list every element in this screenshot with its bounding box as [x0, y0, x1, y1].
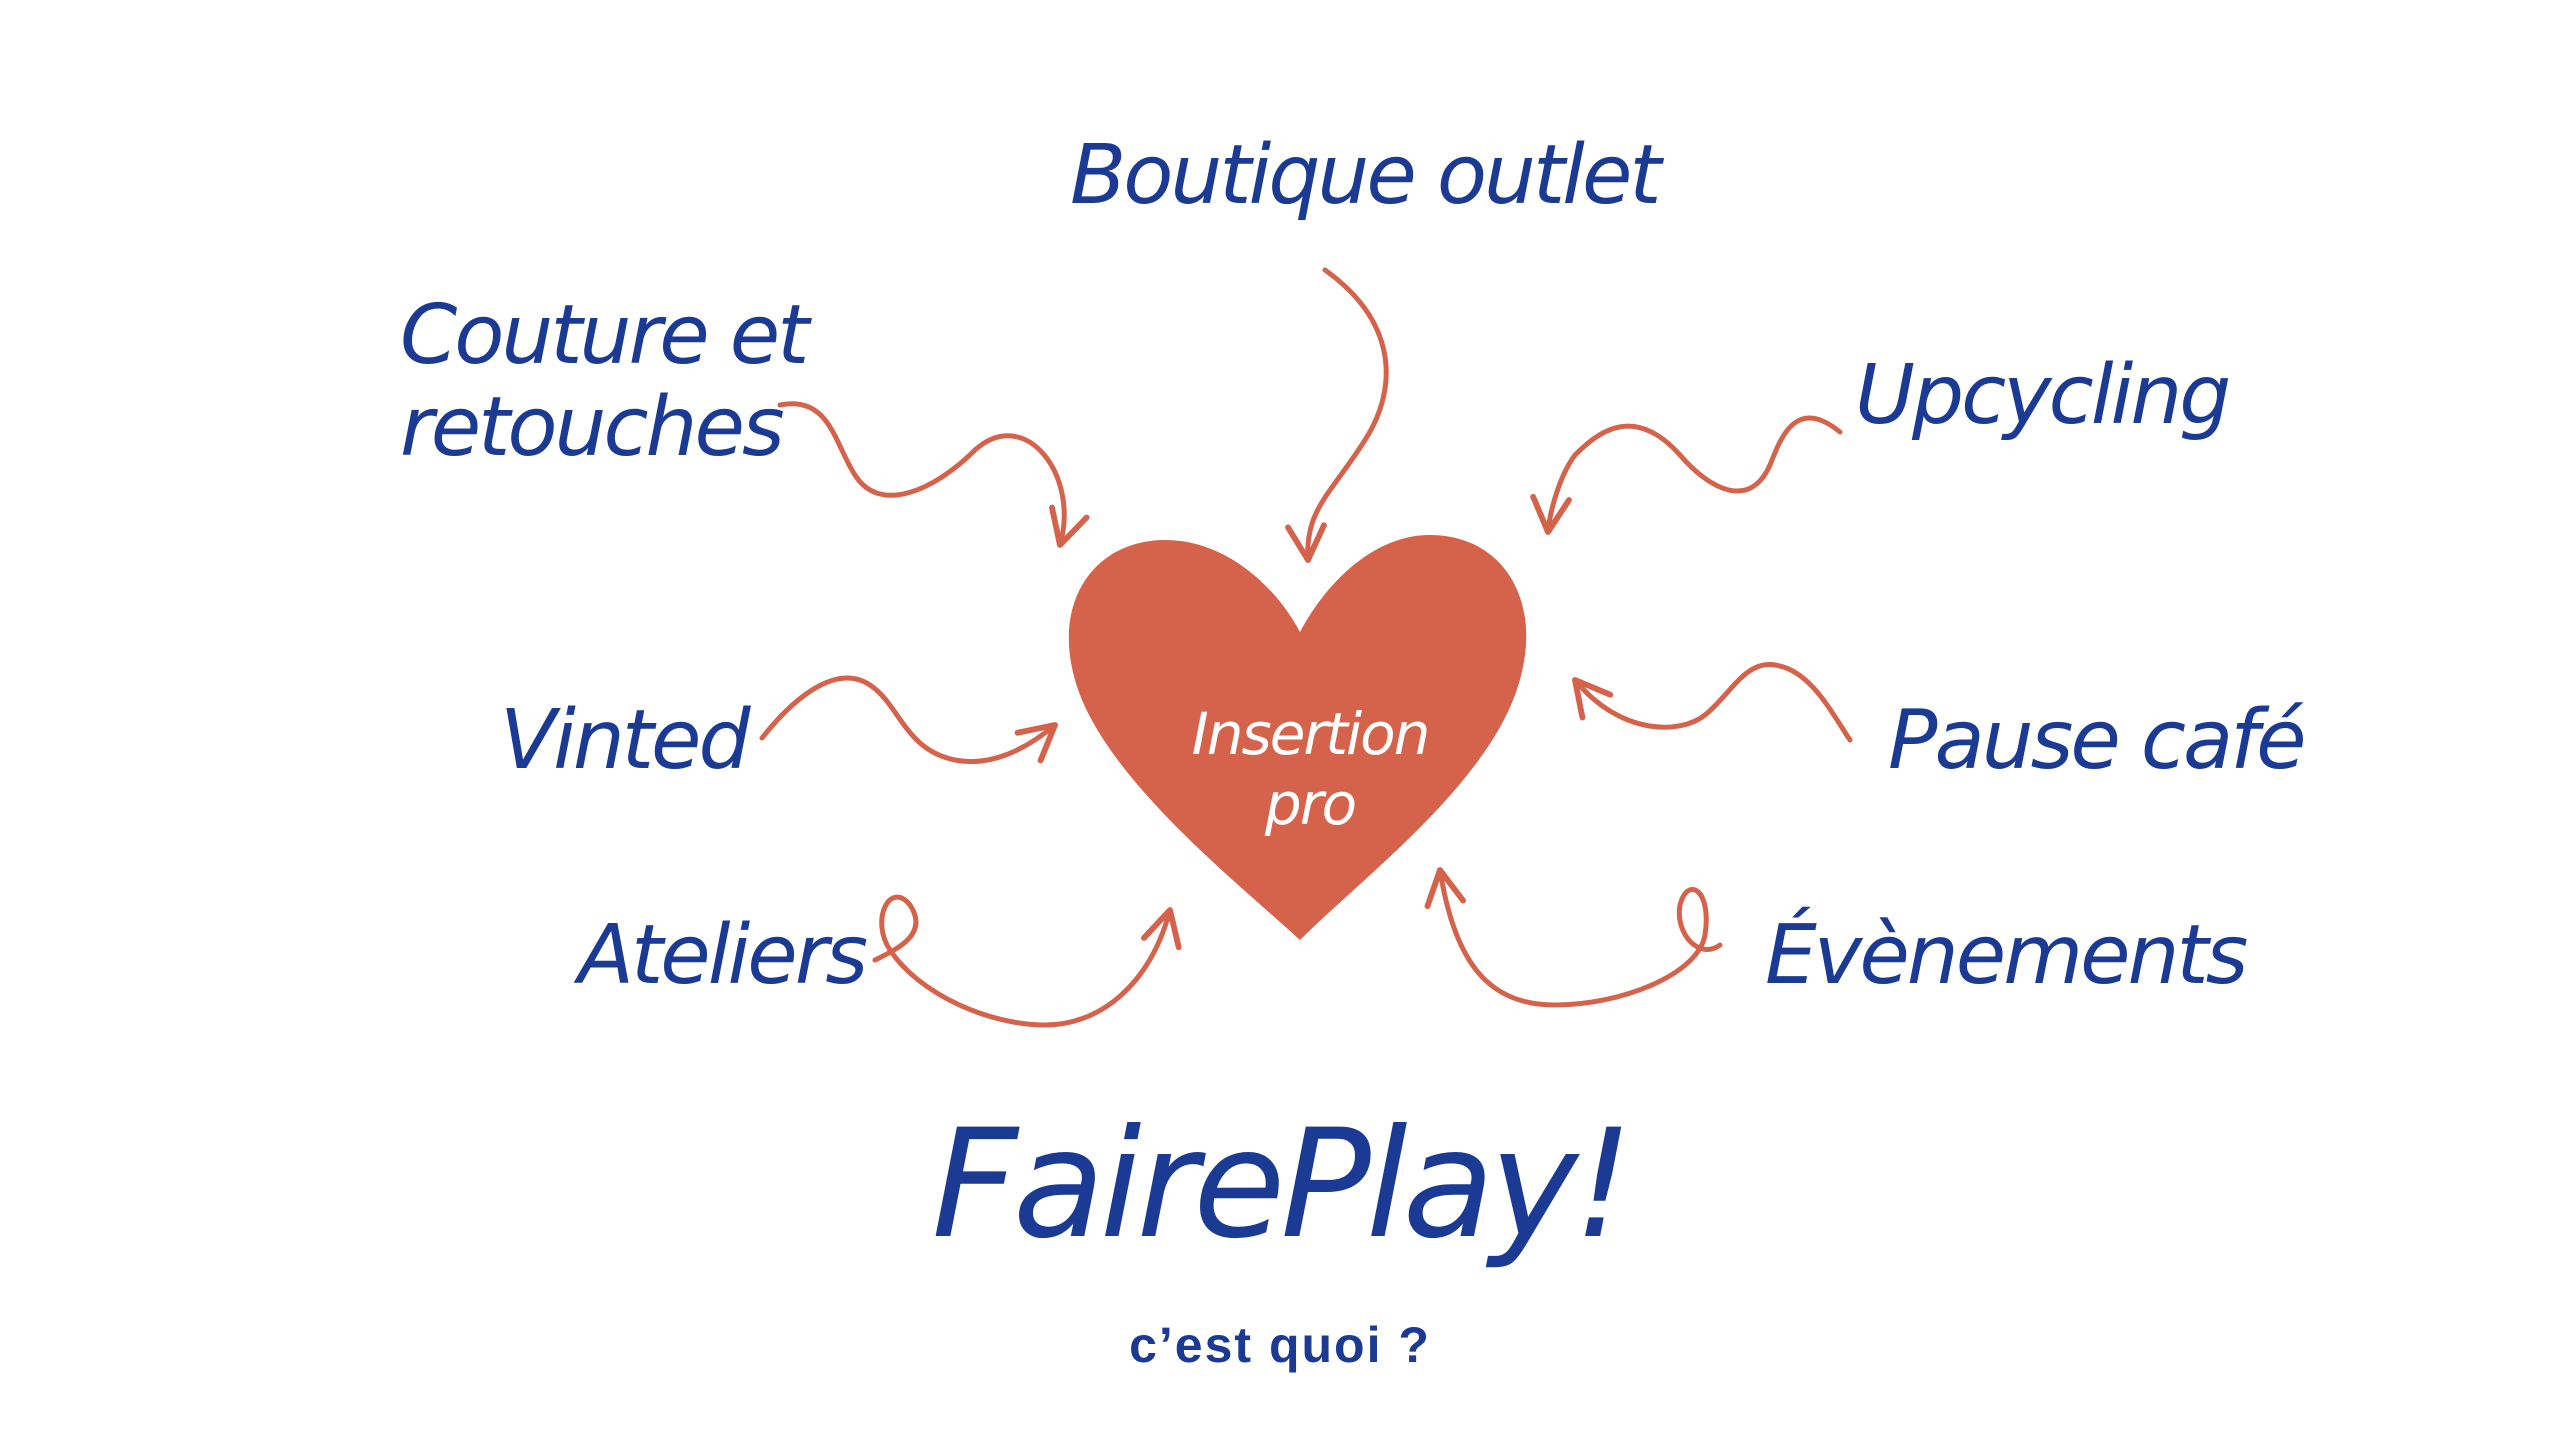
node-couture-line2: retouches	[400, 379, 785, 475]
arrow-upcycling	[1530, 415, 1843, 535]
node-couture-retouches: Couture et retouches	[400, 290, 820, 474]
arrow-boutique	[1285, 267, 1389, 563]
arrow-vinted	[759, 675, 1058, 765]
node-upcycling: Upcycling	[1855, 348, 2231, 443]
node-evenements: Évènements	[1765, 908, 2248, 1003]
node-pause-cafe: Pause café	[1888, 693, 2307, 788]
node-ateliers: Ateliers	[578, 908, 868, 1003]
arrow-ateliers	[872, 894, 1182, 1028]
node-couture-line1: Couture et	[400, 288, 809, 383]
node-vinted: Vinted	[500, 693, 750, 788]
center-label: Insertion pro	[1190, 700, 1431, 839]
page-title: FairePlay!	[931, 1098, 1634, 1272]
node-boutique-outlet: Boutique outlet	[1070, 128, 1662, 223]
center-label-line1: Insertion	[1191, 700, 1431, 768]
page-subtitle: c’est quoi ?	[1129, 1317, 1431, 1373]
heart-shape	[1068, 535, 1527, 940]
arrow-couture	[777, 401, 1090, 548]
arrow-evenements	[1424, 867, 1723, 1008]
center-label-line2: pro	[1264, 769, 1357, 838]
arrow-pause	[1572, 662, 1853, 743]
